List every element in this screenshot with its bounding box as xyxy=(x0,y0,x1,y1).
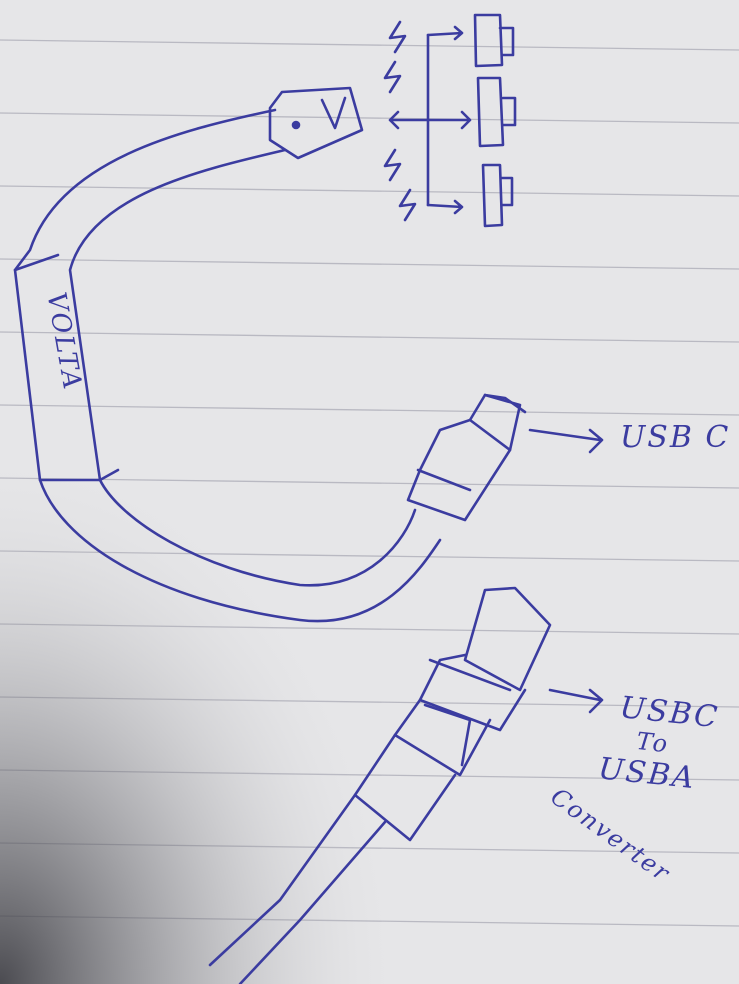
converter-label: USBC To USBA Converter xyxy=(545,690,720,888)
cable-drawing xyxy=(13,13,604,984)
usb-c-label: USB C xyxy=(620,420,731,455)
